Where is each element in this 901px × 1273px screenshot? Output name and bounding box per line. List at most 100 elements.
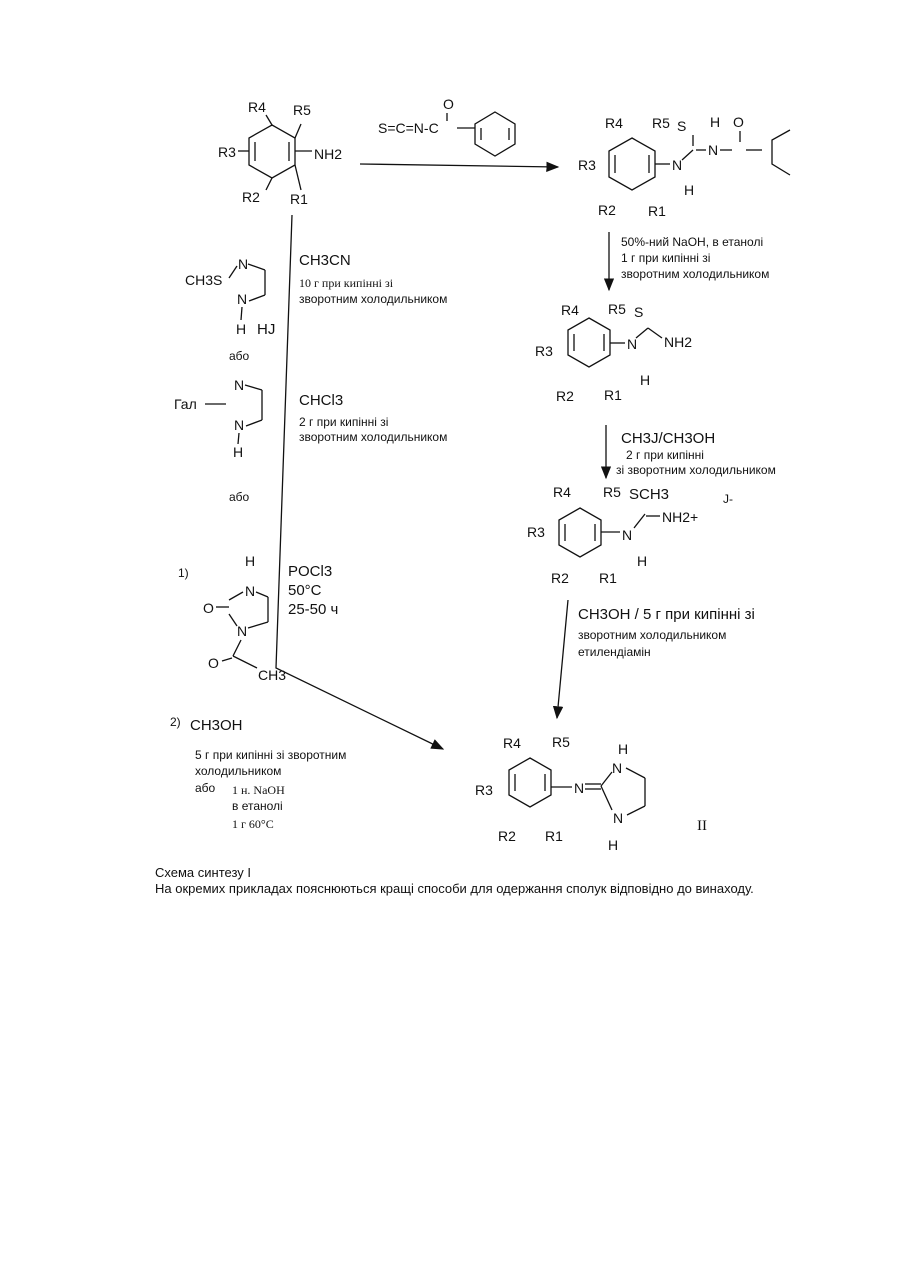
svg-text:H: H [618,741,628,757]
svg-text:N: N [234,417,244,433]
synthesis-scheme: R4 R5 R3 NH2 R2 R1 S=C=N-C O R4 R5 R3 R2… [0,0,901,870]
svg-text:CH3: CH3 [258,667,286,683]
cond-ch3cn: CH3CN [299,252,351,269]
svg-text:H: H [608,837,618,853]
svg-text:H: H [637,553,647,569]
svg-text:N: N [245,583,255,599]
cond-ch3cn-detail-1: 10 г при кипінні зі [299,276,394,290]
benzoyl-thiourea-structure: R4 R5 R3 R2 R1 N H S N H O [578,114,790,219]
cond-chcl3-detail-2: зворотним холодильником [299,430,447,444]
cond-ch3oh-2: зворотним холодильником [578,628,726,642]
cond-ch3j-3: зі зворотним холодильником [616,463,776,477]
svg-text:R3: R3 [475,782,493,798]
svg-text:R4: R4 [605,115,623,131]
svg-text:S: S [634,304,643,320]
cond-alt-2: в етанолі [232,799,283,813]
arrow-top [360,164,558,167]
svg-text:R2: R2 [551,570,569,586]
nh2-label: NH2 [314,146,342,162]
svg-text:H: H [236,321,246,337]
svg-text:R3: R3 [578,157,596,173]
svg-text:CH3S: CH3S [185,272,222,288]
cond-ch3oh-1: CH3OH / 5 г при кипінні зі [578,606,755,623]
cond-methanol-detail-1: 5 г при кипінні зі зворотним [195,748,346,762]
cond-methanol: CH3OH [190,717,243,734]
svg-text:R3: R3 [527,524,545,540]
scheme-caption-title: Схема синтезу I [155,865,251,880]
step-2-label: 2) [170,715,181,729]
svg-text:R4: R4 [553,484,571,500]
svg-text:R5: R5 [652,115,670,131]
cond-pocl3-time: 25-50 ч [288,601,338,618]
svg-text:N: N [234,377,244,393]
cond-naoh-1: 50%-ний NaOH, в етанолі [621,235,763,249]
aniline-structure: R4 R5 R3 NH2 R2 R1 [218,99,342,207]
sch3-label: SCH3 [629,486,669,503]
hj-label: HJ [257,321,275,338]
arrow-ethylenediamine [557,600,568,718]
svg-text:R3: R3 [535,343,553,359]
svg-text:R4: R4 [503,735,521,751]
svg-text:O: O [203,600,214,616]
compound-label-ii: II [697,818,707,834]
svg-text:S: S [677,118,686,134]
or-label-2: або [229,490,250,504]
svg-text:H: H [710,114,720,130]
cond-ch3j-2: 2 г при кипінні [626,448,704,462]
r5-label: R5 [293,102,311,118]
svg-text:H: H [640,372,650,388]
cond-naoh-3: зворотним холодильником [621,267,769,281]
svg-text:R2: R2 [498,828,516,844]
svg-text:R1: R1 [599,570,617,586]
arylthiourea-structure: R4 R5 R3 R2 R1 N H S NH2 [535,301,692,404]
svg-text:R5: R5 [603,484,621,500]
iodide-label: J- [723,492,733,506]
svg-text:N: N [237,291,247,307]
svg-text:N: N [708,142,718,158]
svg-text:O: O [443,96,454,112]
svg-text:N: N [574,780,584,796]
cond-ch3oh-3: етилендіамін [578,645,651,659]
svg-text:R4: R4 [561,302,579,318]
halo-imidazoline: Гал N N H [174,377,262,460]
svg-text:R5: R5 [608,301,626,317]
r1-label: R1 [290,191,308,207]
svg-text:R2: R2 [556,388,574,404]
svg-text:S=C=N-C: S=C=N-C [378,120,439,136]
cond-chcl3: CHCl3 [299,392,343,409]
svg-text:R1: R1 [545,828,563,844]
svg-text:N: N [238,256,248,272]
thiourea-nh2: NH2 [664,334,692,350]
svg-text:O: O [208,655,219,671]
cond-pocl3: POCl3 [288,563,332,580]
isothiouronium-structure: R4 R5 R3 R2 R1 N H SCH3 NH2+ J- [527,484,733,586]
r4-label: R4 [248,99,266,115]
cond-alt-3: 1 г 60°C [232,817,274,831]
nh2-plus-label: NH2+ [662,509,698,525]
methylthio-imidazoline: CH3S N N H HJ [185,256,275,338]
r2-label: R2 [242,189,260,205]
svg-text:N: N [612,760,622,776]
svg-text:N: N [672,157,682,173]
svg-text:R2: R2 [598,202,616,218]
svg-text:H: H [233,444,243,460]
svg-text:N: N [237,623,247,639]
svg-text:R1: R1 [648,203,666,219]
cond-chcl3-detail-1: 2 г при кипінні зі [299,415,388,429]
cond-alt-1: 1 н. NaOH [232,783,285,797]
final-product-structure: R4 R5 R3 R2 R1 N N H N H II [475,734,707,853]
cond-pocl3-temp: 50°C [288,582,322,599]
svg-text:H: H [245,553,255,569]
svg-text:O: O [733,114,744,130]
cond-ch3j: CH3J/CH3OH [621,430,715,447]
svg-text:R5: R5 [552,734,570,750]
or-label-1: або [229,349,250,363]
benzoyl-isothiocyanate: S=C=N-C O [378,96,515,156]
cond-ch3cn-detail-2: зворотним холодильником [299,292,447,306]
svg-text:N: N [613,810,623,826]
acetyl-imidazolidinone: 1) H N O N O CH3 [178,553,286,683]
svg-text:H: H [684,182,694,198]
r3-label: R3 [218,144,236,160]
svg-text:N: N [622,527,632,543]
cond-alt-or: або [195,781,216,795]
